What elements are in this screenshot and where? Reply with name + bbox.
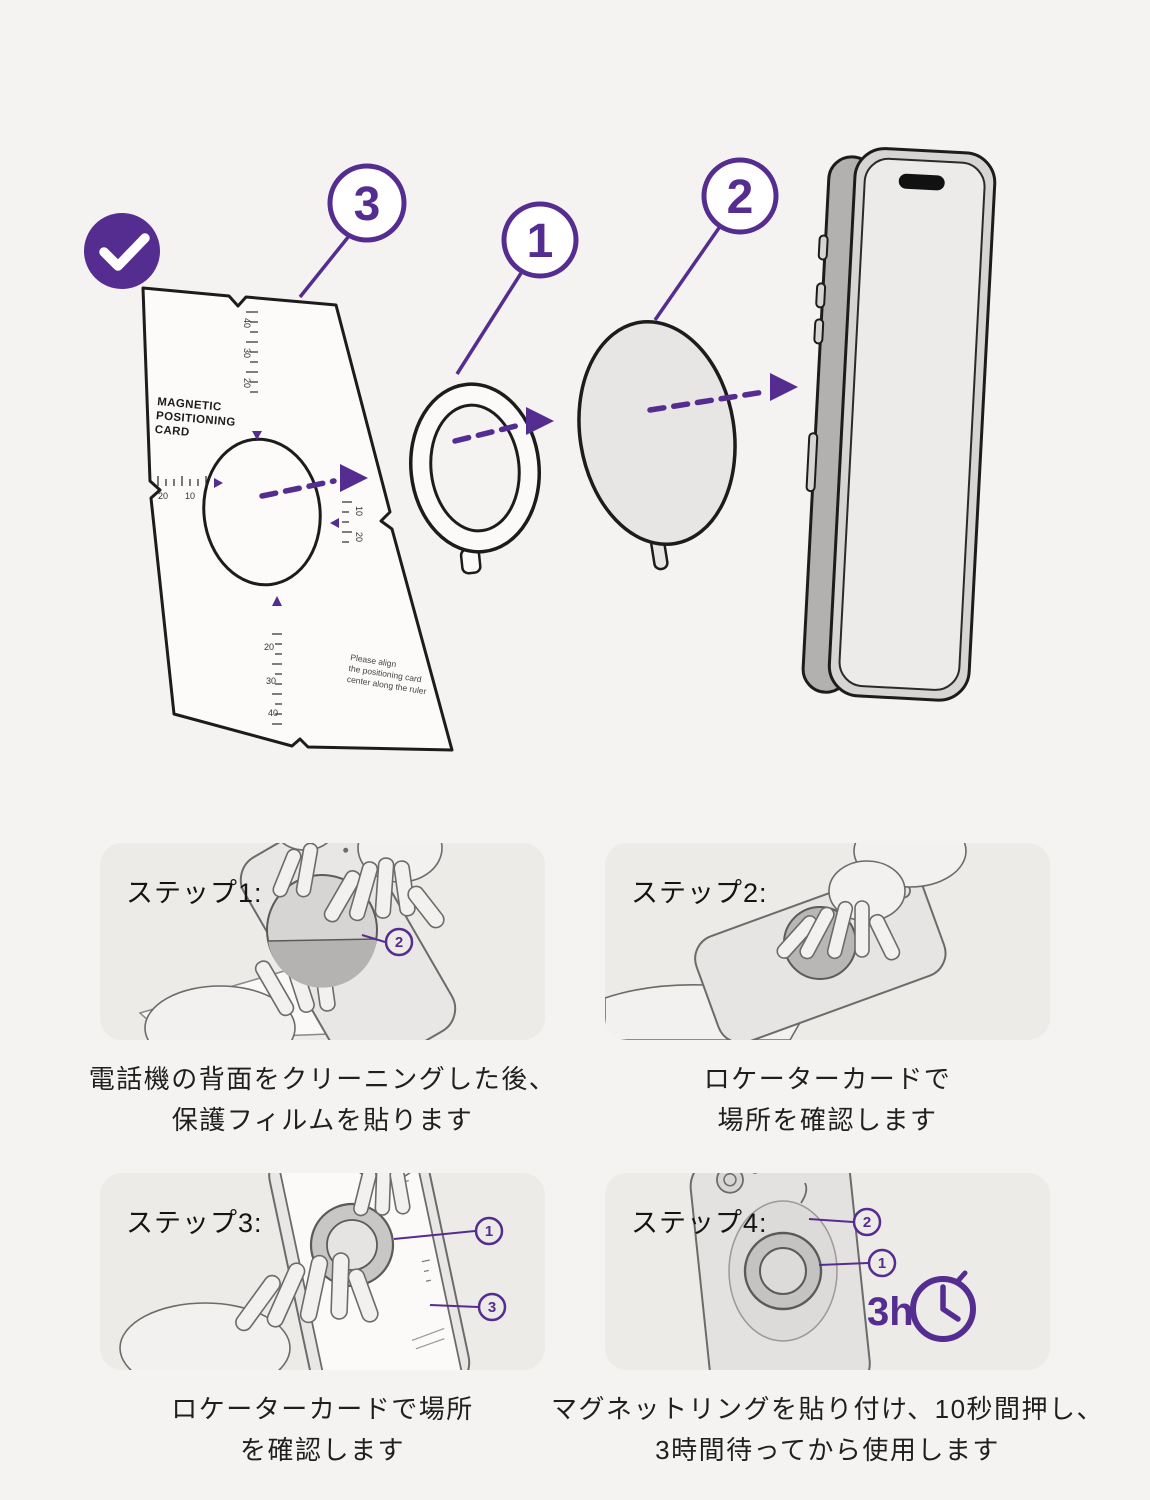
- step2-caption-line1: ロケーターカードで: [703, 1064, 952, 1094]
- ring-inner: [759, 1247, 807, 1295]
- badge-leader-lines: [298, 224, 723, 375]
- camera-icon: [716, 1173, 744, 1194]
- step1-caption: 電話機の背面をクリーニングした後、 保護フィルムを貼ります: [89, 1059, 557, 1141]
- step4-caption-line2: 3時間待ってから使用します: [655, 1435, 1000, 1465]
- phone-mute-switch: [817, 234, 829, 261]
- step3-caption-line1: ロケーターカードで場所: [171, 1394, 474, 1424]
- phone-volume-down-button: [813, 318, 825, 345]
- callout-1: 1: [818, 1248, 897, 1278]
- badge-1: 1: [501, 201, 579, 279]
- step1-label: ステップ1:: [126, 878, 263, 908]
- badge-2: 2: [701, 157, 779, 235]
- badge-1-label: 1: [527, 215, 554, 268]
- positioning-card: 40 30 20 20 10 10 20 20 30 40 MAGNETIC: [141, 286, 454, 752]
- flow-arrow-3: [647, 389, 767, 413]
- align-marker-bottom: [272, 596, 282, 606]
- step4-caption-line1: マグネットリングを貼り付け、10秒間押し、: [550, 1394, 1105, 1424]
- duration-label: 3h: [867, 1290, 914, 1334]
- callout-3: 3: [429, 1292, 507, 1322]
- upper-hand: [353, 1173, 411, 1217]
- callout-1: 1: [393, 1216, 504, 1246]
- step2-panel: ステップ2:: [605, 843, 1050, 1040]
- ruler-left-10: 10: [185, 491, 195, 501]
- ruler-right-20: 20: [354, 532, 364, 542]
- badge-3-label: 3: [354, 178, 381, 231]
- protective-film: [577, 319, 737, 571]
- step4-caption: マグネットリングを貼り付け、10秒間押し、 3時間待ってから使用します: [551, 1389, 1104, 1471]
- upper-hand-right: [323, 843, 445, 929]
- step-section-3: 1 3 ステップ3: ロケーターカードで場所 を確認します: [100, 1173, 545, 1465]
- callout-2-label: 2: [863, 1214, 871, 1231]
- step2-label: ステップ2:: [631, 878, 768, 908]
- step1-caption-line1: 電話機の背面をクリーニングした後、: [88, 1064, 557, 1094]
- magnetic-ring: [408, 382, 542, 575]
- ruler-right-10: 10: [354, 506, 364, 516]
- ruler-bottom-30: 30: [266, 676, 276, 686]
- step4-illustration: 2 1 3h: [689, 1173, 976, 1370]
- align-marker-top: [252, 431, 262, 440]
- hero-diagram: 40 30 20 20 10 10 20 20 30 40 MAGNETIC: [84, 147, 997, 752]
- step-section-4: 2 1 3h ステップ4: マグネットリングを: [551, 1173, 1103, 1465]
- callout-2: 2: [808, 1207, 882, 1237]
- step1-illustration: 2: [138, 843, 457, 1040]
- card-oval-cutout: [202, 437, 322, 587]
- step-section-1: 2 ステップ1: 電話機の背面をクリーニングした後、 保護フィルムを貼ります: [89, 843, 555, 1135]
- step4-label: ステップ4:: [631, 1208, 768, 1238]
- callout-3-label: 3: [488, 1299, 496, 1316]
- callout-1-label: 1: [878, 1255, 886, 1272]
- ruler-top-30: 30: [242, 348, 252, 358]
- badge-3: 3: [327, 163, 407, 243]
- callout-1-label: 1: [485, 1223, 493, 1240]
- pressing-hand: [776, 843, 967, 961]
- callout-2-label: 2: [395, 934, 403, 951]
- step3-caption: ロケーターカードで場所 を確認します: [171, 1389, 474, 1471]
- phone-camera-pill: [898, 173, 945, 191]
- flow-arrow-1: [259, 478, 337, 499]
- step2-caption-line2: 場所を確認します: [717, 1105, 938, 1135]
- check-icon: [84, 213, 160, 289]
- step-section-2: ステップ2: ロケーターカードで 場所を確認します: [605, 843, 1050, 1135]
- badge-2-label: 2: [727, 171, 754, 224]
- step1-panel: 2 ステップ1:: [100, 843, 545, 1040]
- flow-arrows: [259, 373, 798, 499]
- clock-icon: [910, 1270, 976, 1342]
- phone: [801, 147, 997, 702]
- ruler-left-20: 20: [158, 491, 168, 501]
- align-marker-right: [330, 518, 339, 528]
- ruler-top-20: 20: [242, 378, 252, 388]
- step3-label: ステップ3:: [126, 1208, 263, 1238]
- ruler-bottom-20: 20: [264, 642, 274, 652]
- step4-panel: 2 1 3h ステップ4:: [605, 1173, 1050, 1370]
- step3-caption-line2: を確認します: [239, 1435, 406, 1465]
- callout-2: 2: [361, 927, 414, 957]
- film-disc: [266, 874, 378, 988]
- ruler-top-40: 40: [242, 318, 252, 328]
- step1-caption-line2: 保護フィルムを貼ります: [171, 1105, 474, 1135]
- align-marker-left: [214, 478, 223, 488]
- step2-caption: ロケーターカードで 場所を確認します: [704, 1059, 952, 1141]
- ruler-bottom-40: 40: [268, 708, 278, 718]
- lower-hand: [119, 1252, 379, 1370]
- upper-hand-left: [272, 843, 329, 898]
- phone-screen: [838, 157, 986, 691]
- film-tab: [800, 1182, 808, 1204]
- phone-volume-up-button: [815, 282, 827, 309]
- step3-illustration: 1 3: [119, 1173, 507, 1370]
- wait-duration: 3h: [867, 1270, 976, 1342]
- flow-arrow-2: [452, 422, 523, 444]
- step2-illustration: [605, 843, 967, 1040]
- phone-power-button: [805, 432, 819, 493]
- step3-panel: 1 3 ステップ3:: [100, 1173, 545, 1370]
